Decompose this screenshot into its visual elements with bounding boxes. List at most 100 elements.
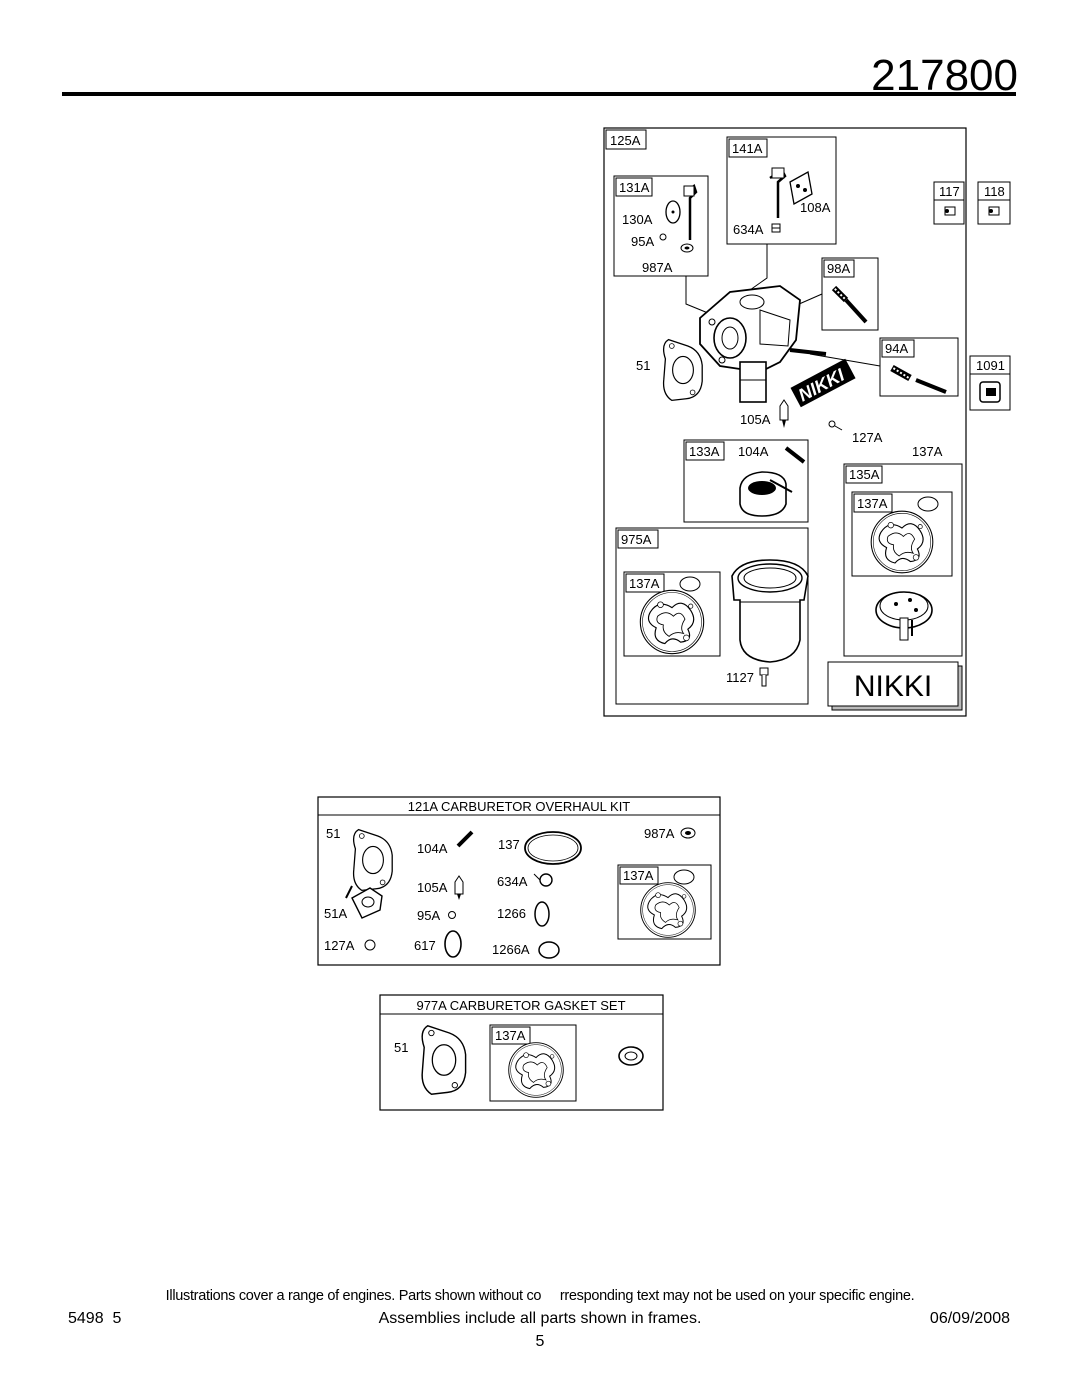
spring-clip-icon [771,223,781,233]
page-number: 5 [535,1333,545,1350]
label-105A: 105A [740,412,771,427]
kit-label-105A: 105A [417,880,448,895]
kit-gasket-137A-icon [640,882,696,938]
kit-spring-634A-icon [533,873,553,887]
label-975A: 975A [621,532,652,547]
label-125A: 125A [610,133,641,148]
o-ring-icon [679,576,701,592]
gasket-set-title: 977A CARBURETOR GASKET SET [416,998,625,1013]
kit-label-137A: 137A [623,868,654,883]
carburetor-body-icon [699,285,827,403]
kit-gasket-51A-icon [345,885,383,919]
label-94A: 94A [885,341,908,356]
fitting-117-icon [944,206,956,216]
label-1127: 1127 [726,670,754,685]
label-137A-135: 137A [857,496,888,511]
main-assembly-group: 125A 141A 108A 634A 131A 130 [603,127,1011,717]
gasket-137A-icon [870,510,934,574]
document-date: 06/09/2008 [929,1310,1010,1327]
set-label-51: 51 [394,1040,408,1055]
nikki-mark-logo: NIKKI [790,358,856,408]
frame-137A-135-group [851,491,953,577]
kit-label-104A: 104A [417,841,448,856]
seal-987A-icon [680,243,694,253]
kit-label-617: 617 [414,938,436,953]
frame-975A-group [615,527,809,705]
kit-label-1266: 1266 [497,906,526,921]
label-987A: 987A [642,260,673,275]
set-gasket-51-icon [421,1025,467,1095]
label-104A: 104A [738,444,769,459]
label-137A-975: 137A [629,576,660,591]
frame-117-part [933,199,965,225]
screw-127A-icon [828,420,843,431]
frame-131A-label [615,177,653,197]
svg-text:NIKKI: NIKKI [854,670,932,703]
kit-label-127A: 127A [324,938,355,953]
title-rule [62,92,1016,96]
frame-975A-label [617,529,659,549]
frame-135A-group [843,463,963,657]
label-131A: 131A [619,180,650,195]
frame-98A-label [823,259,855,278]
gasket-set-group: 977A CARBURETOR GASKET SET 51 137A [379,994,664,1111]
frame-141A-label [728,138,768,158]
fitting-118-icon [988,206,1000,216]
kit-pin-104A-icon [456,830,474,848]
frame-1091-part [969,373,1011,411]
overhaul-kit-frame [317,796,721,966]
kit-o-ring-617-icon [444,930,462,958]
frame-137A-135-label [853,493,893,513]
kit-gasket-137-icon [524,831,582,865]
kit-label-137: 137 [498,837,520,852]
float-133A-icon [739,471,793,517]
label-135A: 135A [849,467,880,482]
set-gasket-137A-icon [508,1042,564,1098]
overhaul-kit-title: 121A CARBURETOR OVERHAUL KIT [408,799,631,814]
leader-141A [749,244,768,291]
label-117: 117 [939,184,960,199]
o-ring-icon [917,496,939,512]
kit-label-51A: 51A [324,906,347,921]
label-1091: 1091 [976,358,1005,373]
o-ring-icon [673,869,695,885]
nikki-brand-box: NIKKI [827,661,963,711]
frame-133A-label [685,441,725,461]
footer-caption: Assemblies include all parts shown in fr… [378,1310,702,1327]
document-number: 5498 5 [68,1310,122,1327]
label-130A: 130A [622,212,653,227]
kit-screw-127A-icon [364,939,376,951]
throttle-shaft-icon [769,167,787,218]
kit-needle-105A-icon [454,875,464,900]
set-frame-137A-group [489,1024,577,1102]
idle-screw-98A-icon [831,285,868,324]
frame-137A-975-label [625,573,665,593]
label-108A: 108A [800,200,831,215]
frame-133A-group [683,439,809,523]
frame-94A-label [881,339,915,358]
label-95A: 95A [631,234,654,249]
frame-131A-group [613,175,709,277]
kit-o-ring-1266A-icon [538,941,560,959]
kit-label-51: 51 [326,826,340,841]
kit-screw-95A-icon [448,911,456,919]
kit-frame-137A-group [617,864,712,940]
label-118: 118 [984,184,1005,199]
choke-plate-icon [665,200,681,224]
frame-137A-975-group [623,571,721,657]
set-seal-icon [618,1046,644,1066]
kit-label-987A: 987A [644,826,675,841]
label-127A: 127A [852,430,883,445]
frame-141A-group [726,136,837,245]
disclaimer-text: Illustrations cover a range of engines. … [165,1288,915,1304]
frame-125A [605,129,647,150]
overhaul-kit-group: 121A CARBURETOR OVERHAUL KIT 51 51A 127A… [317,796,721,966]
fuel-bowl-plate-icon [875,591,933,641]
frame-118-part [977,199,1011,225]
fuel-bowl-975A-icon [731,559,809,663]
label-137A-top: 137A [912,444,943,459]
gasket-set-frame [379,994,664,1111]
kit-gasket-51-icon [352,828,393,892]
throttle-plate-icon [789,170,813,206]
